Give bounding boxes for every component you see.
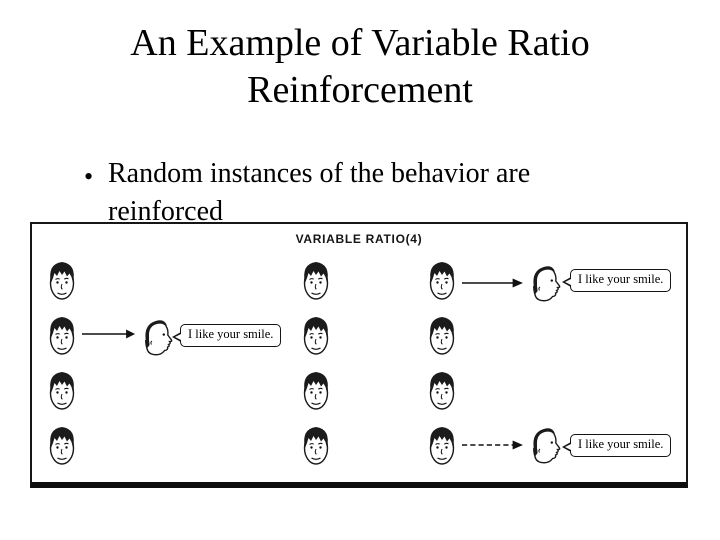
speech-text: I like your smile.: [188, 327, 274, 341]
arrow-icon: [462, 278, 523, 288]
arrow-icon: [82, 329, 136, 339]
speech-bubble: I like your smile.: [561, 434, 672, 457]
speech-bubble: I like your smile.: [171, 324, 282, 347]
face-front-icon: [49, 316, 75, 355]
speech-bubble: I like your smile.: [561, 269, 672, 292]
bullet-marker: •: [84, 162, 94, 191]
speech-text: I like your smile.: [578, 437, 664, 451]
arrow-icon: [462, 440, 523, 450]
face-front-icon: [303, 426, 329, 465]
speech-text: I like your smile.: [578, 272, 664, 286]
face-front-icon: [49, 261, 75, 300]
face-front-icon: [303, 371, 329, 410]
face-profile-icon: [532, 427, 561, 464]
bullet-text-line1: Random instances of the behavior are: [108, 158, 531, 189]
face-front-icon: [49, 426, 75, 465]
diagram-title: VARIABLE RATIO(4): [295, 232, 423, 246]
face-front-icon: [429, 371, 455, 410]
face-front-icon: [429, 316, 455, 355]
face-front-icon: [429, 426, 455, 465]
diagram-image: VARIABLE RATIO(4) I like your smile. I: [30, 222, 688, 488]
face-front-icon: [429, 261, 455, 300]
slide-title: An Example of Variable Ratio Reinforceme…: [130, 22, 590, 112]
face-profile-icon: [144, 319, 173, 356]
face-front-icon: [303, 316, 329, 355]
face-front-icon: [303, 261, 329, 300]
face-profile-icon: [532, 265, 561, 302]
face-front-icon: [49, 371, 75, 410]
bullet-text-line2: reinforced: [108, 196, 224, 227]
